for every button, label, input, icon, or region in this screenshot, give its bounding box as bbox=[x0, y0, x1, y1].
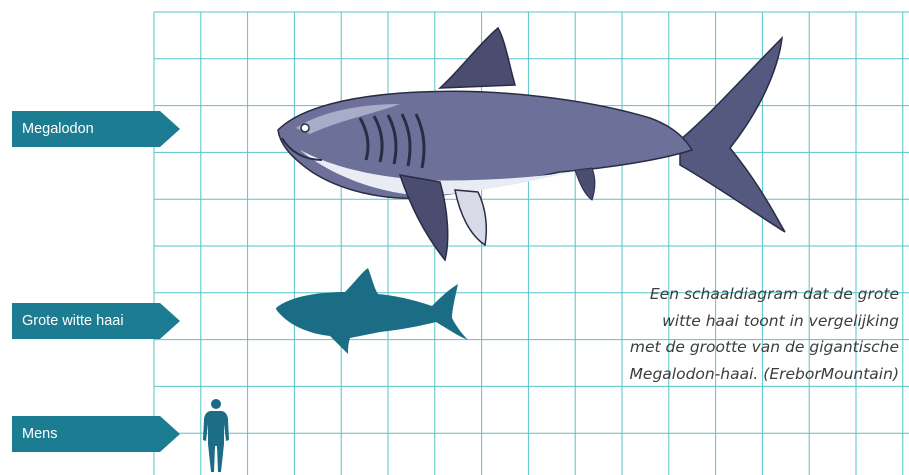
megalodon-illustration bbox=[278, 28, 785, 260]
caption: Een schaaldiagram dat de grote witte haa… bbox=[539, 281, 899, 387]
megalodon-label-text: Megalodon bbox=[12, 121, 94, 137]
megalodon-label: Megalodon bbox=[12, 111, 94, 147]
caption-line: Megalodon-haai. (EreborMountain) bbox=[539, 361, 899, 388]
caption-line: Een schaaldiagram dat de grote bbox=[539, 281, 899, 308]
human-label-text: Mens bbox=[12, 426, 57, 442]
caption-line: witte haai toont in vergelijking bbox=[539, 308, 899, 335]
great-white-label: Grote witte haai bbox=[12, 303, 124, 339]
human-silhouette bbox=[203, 399, 229, 472]
caption-line: met de grootte van de gigantische bbox=[539, 334, 899, 361]
great-white-label-text: Grote witte haai bbox=[12, 313, 124, 329]
human-label: Mens bbox=[12, 416, 57, 452]
grid-lines bbox=[154, 12, 909, 475]
great-white-silhouette bbox=[276, 268, 468, 354]
